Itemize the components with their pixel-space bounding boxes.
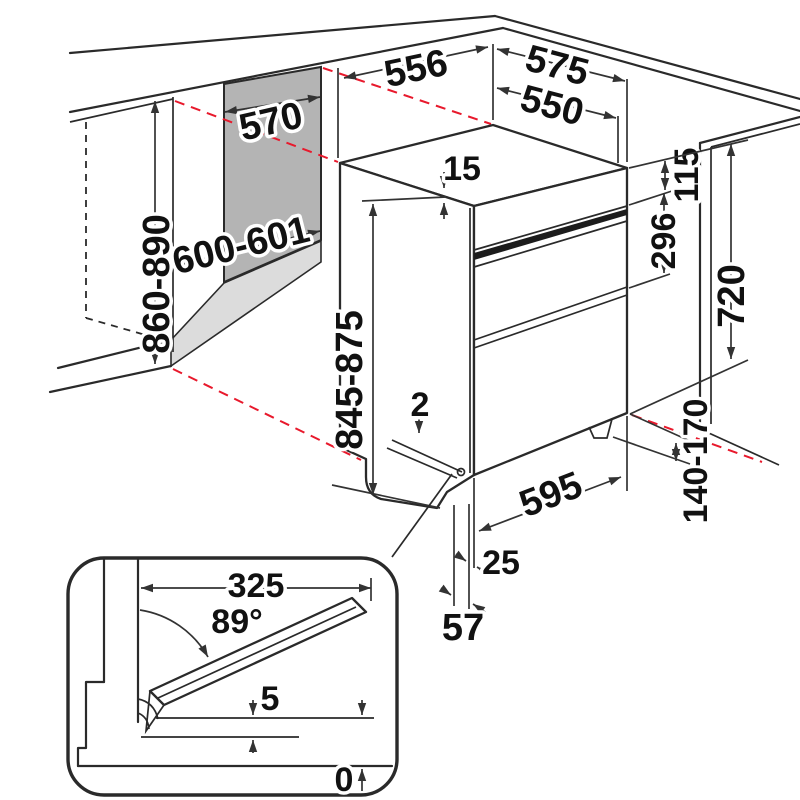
worktop-front-edge-left: [68, 26, 505, 114]
appliance: [338, 123, 629, 510]
plinth-step-line-upper: [391, 439, 463, 473]
dim-label-upper-door-height: 296: [645, 213, 683, 270]
dim-label-control-panel-height: 115: [668, 148, 706, 203]
plinth-step-line-lower: [386, 447, 458, 479]
wall-top-edge-right: [493, 14, 800, 101]
worktop-front-edge-right: [501, 26, 800, 113]
dim-25: 25: [453, 504, 523, 609]
adjustable-foot: [588, 418, 613, 439]
dim-label-plinth-recess: 57: [442, 607, 484, 649]
detail-inset-border: [66, 556, 399, 797]
inset-door-glass-line: [157, 606, 357, 699]
upper-door-bottom-line: [473, 286, 628, 341]
inset-plinth-profile: [76, 680, 106, 768]
projection-line-bottom-right: [631, 414, 763, 463]
display-strip: [474, 209, 627, 260]
detail-inset: 325 89° 5 0: [66, 556, 399, 800]
dim-label-door-floor-gap: 5: [261, 680, 280, 718]
dimensions: 556 575 550 570 600-601 860-890 84: [133, 34, 757, 653]
dim-label-door-projection: 325: [228, 567, 285, 605]
right-cabinet-floor-edge: [699, 428, 780, 466]
hidden-edge-diagonal: [85, 317, 171, 343]
niche-opening: [85, 65, 322, 368]
upper-door-top-line: [473, 220, 628, 268]
detail-leader-line: [391, 473, 453, 558]
dim-label-overall-height: 845-875: [329, 310, 371, 449]
dim-label-top-gap: 15: [443, 150, 481, 188]
right-cabinet-top-inner-edge: [710, 123, 800, 148]
dim-0: 0: [331, 758, 367, 800]
dim-label-front-offset: 25: [482, 544, 520, 582]
projection-lines: [172, 67, 763, 463]
projection-line-top-back: [322, 67, 492, 125]
dim-label-feet-height: 140-170: [677, 399, 715, 524]
dim-label-plinth-step: 2: [411, 386, 430, 424]
right-cabinet-top-edge: [698, 115, 800, 145]
dim-label-door-angle: 89°: [211, 603, 262, 641]
niche-side-panel: [223, 65, 322, 284]
inset-hinge-arc-inner: [137, 712, 150, 730]
dim-label-front-height: 720: [711, 264, 753, 327]
lower-door-top-line: [473, 294, 628, 349]
dim-296: 296: [628, 193, 687, 289]
dim-label-niche-height: 860-890: [136, 214, 178, 353]
cabinet-base-edge-lower: [48, 364, 173, 394]
dim-720: 720: [628, 139, 757, 415]
dim-15: 15: [440, 147, 484, 219]
dim-89deg: 89°: [139, 600, 266, 658]
dim-label-floor-reference: 0: [335, 761, 354, 799]
dim-845-875: 845-875: [326, 196, 447, 509]
hinge-pin-hole: [456, 467, 466, 477]
kitchen-structure: [48, 14, 800, 394]
dim-325: 325: [141, 564, 372, 609]
projection-line-top-front: [174, 100, 339, 163]
dim-115: 115: [628, 144, 710, 206]
dim-label-appliance-width: 595: [514, 464, 588, 526]
dim-860-890: 860-890: [133, 101, 182, 364]
control-panel-bottom-line: [473, 205, 628, 251]
dim-2: 2: [407, 383, 433, 433]
dim-5: 5: [248, 677, 367, 753]
dim-140-170: 140-170: [612, 395, 719, 527]
wall-top-edge-left: [68, 14, 497, 55]
niche-floor-panel: [170, 239, 322, 368]
projection-line-bottom-left: [172, 368, 362, 461]
inset-hinge-arc-outer: [137, 698, 159, 720]
dim-57: 57: [438, 505, 488, 653]
